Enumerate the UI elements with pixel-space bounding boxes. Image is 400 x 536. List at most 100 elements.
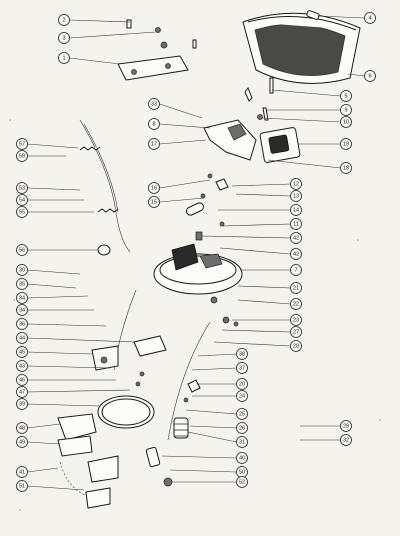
callout-bubble <box>236 476 248 488</box>
callout-1: 1 <box>58 52 121 65</box>
callout-bubble <box>236 452 248 464</box>
callout-9: 9 <box>266 104 352 116</box>
filter-part <box>173 417 189 439</box>
retaining-ring-part <box>97 395 155 429</box>
callout-bubble <box>340 434 352 446</box>
callout-leader-line <box>169 469 237 473</box>
callout-number: 20 <box>239 381 245 387</box>
callout-21: 21 <box>237 282 302 294</box>
callout-leader-line <box>27 351 93 355</box>
callout-bubble <box>236 362 248 374</box>
small-hardware <box>185 173 229 241</box>
callout-number: 22 <box>293 301 299 307</box>
callout-leader-line <box>27 187 81 191</box>
callout-bubble <box>340 138 352 150</box>
connector-part <box>145 446 173 487</box>
callout-number: 28 <box>293 343 299 349</box>
callout-leader-line <box>271 89 341 97</box>
callout-bubble <box>16 318 28 330</box>
callout-37: 37 <box>191 362 248 374</box>
callout-number: 47 <box>19 389 25 395</box>
callout-leader-line <box>237 299 291 305</box>
callout-leader-line <box>317 15 365 19</box>
callout-number: 4 <box>368 15 371 21</box>
callout-number: 10 <box>343 119 349 125</box>
callout-bubble <box>364 70 376 82</box>
callout-leader-line <box>213 341 291 347</box>
callout-22: 22 <box>237 298 302 310</box>
callout-3: 3 <box>58 31 157 44</box>
callout-number: 24 <box>239 393 245 399</box>
callout-11: 11 <box>221 218 302 230</box>
callout-bubble <box>58 52 70 64</box>
callout-number: 55 <box>19 209 25 215</box>
callout-bubble <box>236 390 248 402</box>
callout-24: 24 <box>192 390 248 402</box>
callout-number: 51 <box>19 483 25 489</box>
callout-number: 8 <box>152 121 155 127</box>
top-screws <box>126 19 197 49</box>
callout-leader-line <box>159 103 203 119</box>
callout-number: 19 <box>343 141 349 147</box>
callout-bubble <box>290 248 302 260</box>
callout-number: 18 <box>343 165 349 171</box>
callout-bubble <box>340 162 352 174</box>
callout-number: 34 <box>19 295 25 301</box>
studs-part <box>244 77 274 121</box>
callout-leader-line <box>69 31 157 39</box>
callout-leader-line <box>27 295 89 299</box>
callout-6: 6 <box>347 70 376 82</box>
callout-40: 40 <box>161 452 248 464</box>
callout-leader-line <box>27 143 79 149</box>
callout-bubble <box>290 264 302 276</box>
callout-15: 15 <box>148 196 205 208</box>
callout-17: 17 <box>148 138 207 150</box>
callout-number: 48 <box>19 425 25 431</box>
callout-number: 53 <box>19 185 25 191</box>
callout-leader-line <box>27 337 135 343</box>
callout-29: 29 <box>300 420 352 432</box>
bracket-assembly-part <box>203 119 257 161</box>
callout-number: 21 <box>293 285 299 291</box>
callout-38: 38 <box>197 348 248 360</box>
callout-50: 50 <box>169 466 248 478</box>
callout-41: 41 <box>16 466 59 478</box>
callout-number: 33 <box>151 101 157 107</box>
callout-leader-line <box>219 247 291 255</box>
callout-number: 52 <box>239 479 245 485</box>
callout-number: 38 <box>239 351 245 357</box>
callout-bubble <box>148 138 160 150</box>
callout-20: 20 <box>196 378 248 390</box>
callout-number: 35 <box>19 281 25 287</box>
coil-part <box>259 127 301 163</box>
callout-39: 39 <box>16 398 101 410</box>
callout-32: 32 <box>300 434 352 446</box>
callout-bubble <box>16 304 28 316</box>
callout-35: 35 <box>16 278 77 290</box>
callout-bubble <box>16 374 28 386</box>
callout-leader-line <box>27 467 59 473</box>
callout-number: 44 <box>19 335 25 341</box>
callout-leader-line <box>201 235 291 239</box>
plate-part-2 <box>57 435 93 457</box>
callout-number: 58 <box>19 153 25 159</box>
callout-leader-line <box>221 223 291 227</box>
callout-28: 28 <box>213 340 302 352</box>
callout-leader-line <box>27 323 107 327</box>
callout-45: 45 <box>16 346 93 358</box>
callout-34: 34 <box>16 304 94 316</box>
callout-bubble <box>290 282 302 294</box>
callout-51: 51 <box>16 480 85 492</box>
callout-bubble <box>16 466 28 478</box>
callout-leader-line <box>69 19 131 23</box>
callout-bubble <box>290 218 302 230</box>
callout-30: 30 <box>16 264 81 276</box>
callout-57: 57 <box>16 138 79 150</box>
callout-5: 5 <box>271 89 352 102</box>
callout-number: 29 <box>343 423 349 429</box>
callout-leader-line <box>27 423 61 429</box>
callout-23: 23 <box>232 314 302 326</box>
callout-bubble <box>58 32 70 44</box>
callout-leader-line <box>159 197 205 203</box>
